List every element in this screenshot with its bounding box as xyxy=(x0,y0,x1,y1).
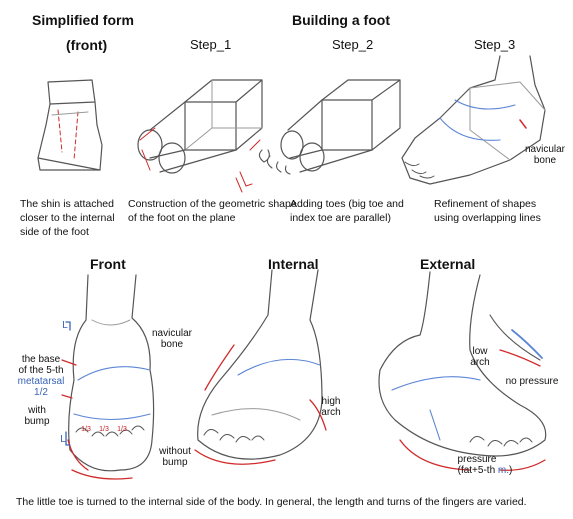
heading-internal: Internal xyxy=(268,256,319,272)
internal-foot-drawing xyxy=(194,269,327,465)
label-with-bump: with bump xyxy=(24,405,50,427)
footer-note: The little toe is turned to the internal… xyxy=(16,496,527,508)
label-pressure-text: (fat+5-th xyxy=(457,465,496,476)
label-high-arch: high arch xyxy=(321,396,341,418)
label-pressure-a: pressure xyxy=(457,454,497,465)
step3-refined-foot-sketch xyxy=(401,55,546,185)
external-foot-drawing xyxy=(378,271,547,471)
label-base-5th-b: of the 5-th xyxy=(18,365,64,376)
step2-box-toes-sketch xyxy=(235,79,401,193)
simplified-form-sketch xyxy=(37,79,103,171)
heading-external: External xyxy=(420,256,476,272)
label-half: 1/2 xyxy=(34,387,48,398)
heading-front: Front xyxy=(90,256,126,272)
step1-box-sketch xyxy=(137,79,263,174)
label-no-pressure: no pressure xyxy=(505,376,559,387)
heading-simplified-form: Simplified form xyxy=(32,12,134,28)
label-navicular-front: navicular bone xyxy=(151,328,193,350)
label-pressure-close: ) xyxy=(509,465,513,476)
heading-step3: Step_3 xyxy=(474,37,516,52)
label-bracket-top: L xyxy=(62,320,68,331)
heading-front-paren: (front) xyxy=(66,37,108,53)
caption-toes: Adding toes (big toe and index toe are p… xyxy=(290,198,404,224)
label-without-bump: without bump xyxy=(159,446,191,468)
caption-refinement: Refinement of shapes using overlapping l… xyxy=(434,198,541,224)
heading-step2: Step_2 xyxy=(332,37,374,52)
front-foot-drawing xyxy=(61,274,155,480)
label-third-2: 1/3 xyxy=(99,426,109,433)
label-base-5th-c: metatarsal xyxy=(17,376,65,387)
label-low-arch: low arch xyxy=(470,346,490,368)
label-pressure-m: m. xyxy=(497,465,510,476)
heading-building-foot: Building a foot xyxy=(292,12,390,28)
label-navicular-step3: navicular bone xyxy=(524,144,566,166)
caption-construction: Construction of the geometric shape of t… xyxy=(128,198,297,224)
heading-step1: Step_1 xyxy=(190,37,232,52)
label-pressure-b: (fat+5-th m.) xyxy=(440,465,530,476)
label-third-1: 1/3 xyxy=(81,426,91,433)
label-base-5th-a: the base xyxy=(21,354,61,365)
label-bracket-bottom: L xyxy=(60,434,66,445)
caption-shin: The shin is attached closer to the inter… xyxy=(20,198,115,238)
label-third-3: 1/3 xyxy=(117,426,127,433)
